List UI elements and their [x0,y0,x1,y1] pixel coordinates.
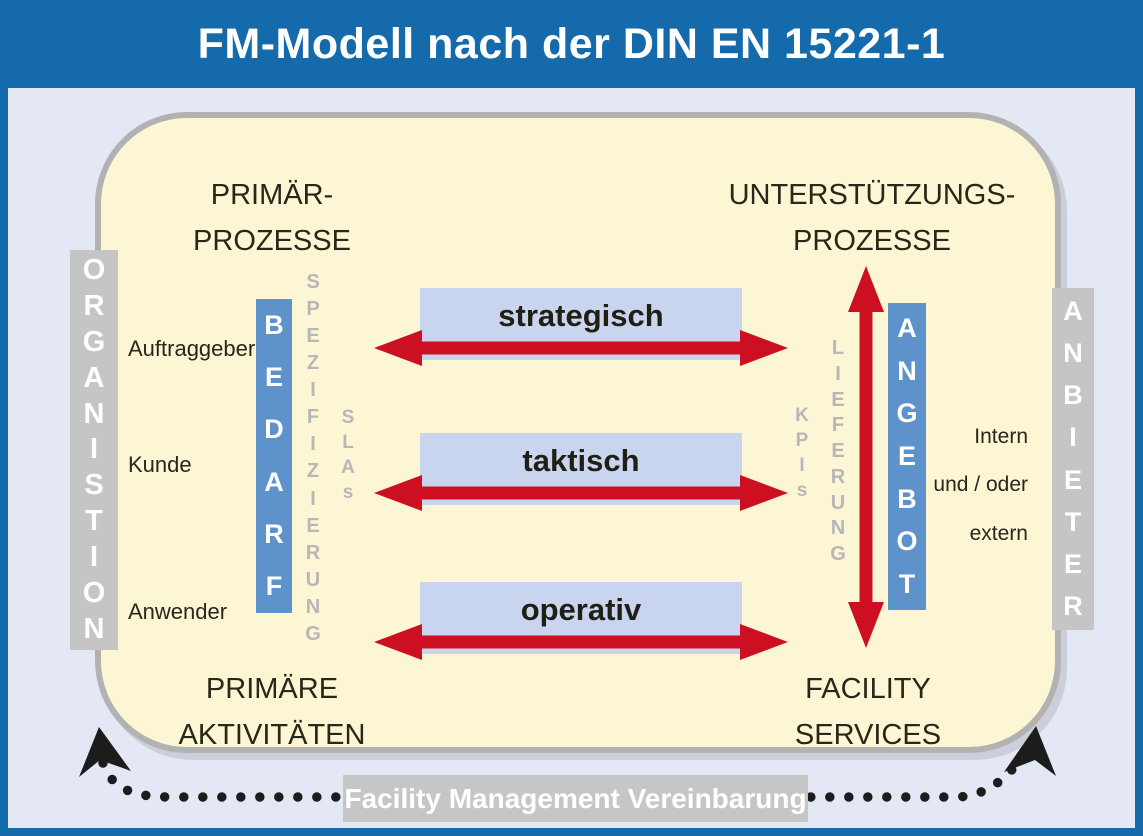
support-processes-heading: UNTERSTÜTZUNGS- PROZESSE [728,179,1016,257]
role-kunde: Kunde [128,452,192,477]
role-anwender: Anwender [128,599,228,624]
agreement-label: Facility Management Vereinbarung [344,782,807,814]
note-und-oder: und / oder [933,473,1028,496]
note-extern: extern [969,522,1028,545]
operativ-label: operativ [520,592,642,627]
title-bar: FM-Modell nach der DIN EN 15221-1 [0,0,1143,88]
provider-bar [1052,288,1094,630]
organisation-bar [70,250,118,650]
primary-activities-heading: PRIMÄRE AKTIVITÄTEN [178,673,366,751]
taktisch-arrow [374,475,788,511]
supply-bar [888,303,926,610]
vertical-double-arrow [848,266,884,648]
demand-bar [256,299,292,613]
role-auftraggeber: Auftraggeber [128,336,256,361]
facility-services-heading: FACILITY SERVICES [794,673,942,751]
operativ-arrow [374,624,788,660]
strategisch-arrow [374,330,788,366]
taktisch-label: taktisch [522,443,640,478]
strategisch-label: strategisch [498,298,664,333]
primary-processes-heading: PRIMÄR- PROZESSE [193,179,351,257]
note-intern: Intern [974,425,1028,448]
agreement-box: Facility Management Vereinbarung [343,775,808,822]
page-title: FM-Modell nach der DIN EN 15221-1 [197,19,946,68]
